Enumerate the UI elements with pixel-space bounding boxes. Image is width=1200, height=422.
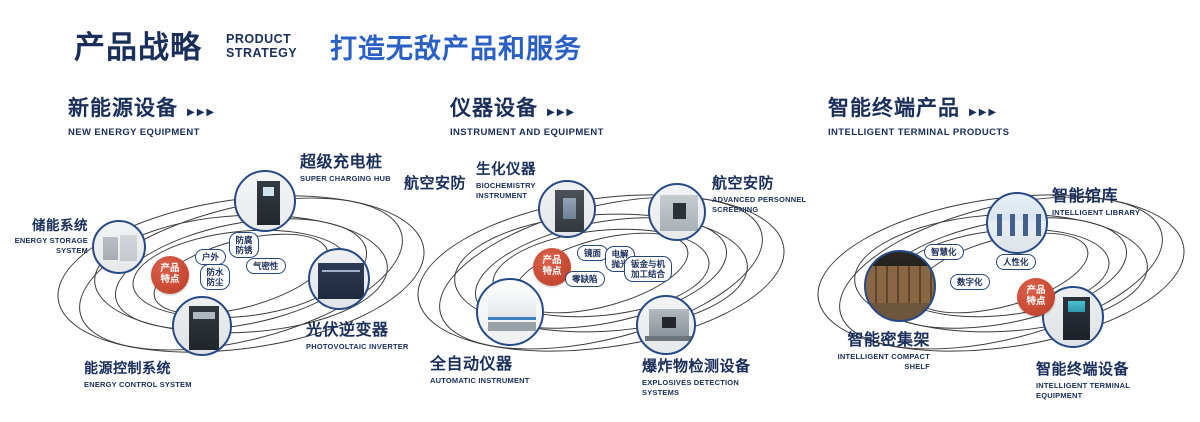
item-label-zh: 航空安防 [712,175,775,192]
item-label-en: SUPER CHARGING HUB [300,174,391,183]
badge-text: 产品特点 [542,255,562,277]
triple-arrow-icon: ▶▶▶ [187,107,217,118]
feature-tag: 数字化 [950,274,990,291]
compact-shelf-image [864,250,936,322]
item-label-zh: 超级充电桩 [300,154,383,171]
explosives-detection-image [636,295,696,355]
item-label-super-charging-hub: 超级充电桩 SUPER CHARGING HUB [300,148,410,184]
feature-tag: 钣金与机加工结合 [624,256,672,283]
item-label-en: PHOTOVOLTAIC INVERTER [306,342,409,351]
product-features-badge: 产品特点 [533,248,571,286]
triple-arrow-icon: ▶▶▶ [969,107,999,118]
super-charging-hub-image [234,170,296,232]
section-title: 仪器设备 [450,97,538,120]
section-title: 智能终端产品 [828,97,960,120]
pv-inverter-image [308,248,370,310]
item-label-en: ADVANCED PERSONNEL SCREENING [712,195,807,214]
feature-tag: 零缺陷 [565,271,605,288]
intelligent-library-image [986,192,1048,254]
feature-tag: 防腐防锈 [229,232,259,259]
item-label-automatic-instrument: 全自动仪器 AUTOMATIC INSTRUMENT [430,350,550,386]
personnel-screening-image [648,183,706,241]
item-label-intelligent-library: 智能馆库 INTELLIGENT LIBRARY [1052,182,1172,218]
item-label-biochemistry: 生化仪器 BIOCHEMISTRY INSTRUMENT [476,158,544,201]
item-label-en: INTELLIGENT LIBRARY [1052,208,1141,217]
subtitle-line-1: PRODUCT [226,32,292,46]
item-label-en: ENERGY CONTROL SYSTEM [84,380,192,389]
item-label-en: INTELLIGENT TERMINAL EQUIPMENT [1036,381,1130,400]
biochemistry-instrument-image [538,180,596,238]
item-label-zh: 全自动仪器 [430,356,513,373]
item-label-energy-storage: 储能系统 ENERGY STORAGE SYSTEM [4,214,88,256]
feature-tag: 防水防尘 [200,264,230,291]
product-features-badge: 产品特点 [1017,278,1055,316]
section-subtitle-en: NEW ENERGY EQUIPMENT [68,127,200,138]
item-label-en: INTELLIGENT COMPACT SHELF [837,352,930,371]
item-label-zh: 能源控制系统 [84,360,171,376]
item-label-pv-inverter: 光伏逆变器 PHOTOVOLTAIC INVERTER [306,316,416,352]
item-label-explosives-detection: 爆炸物检测设备 EXPLOSIVES DETECTION SYSTEMS [642,355,777,398]
badge-text: 产品特点 [1026,285,1046,307]
item-label-energy-control: 能源控制系统 ENERGY CONTROL SYSTEM [84,358,204,390]
item-label-terminal-equipment: 智能终端设备 INTELLIGENT TERMINAL EQUIPMENT [1036,358,1176,401]
section-subtitle-en: INSTRUMENT AND EQUIPMENT [450,127,604,138]
page-title: 产品战略 [74,30,202,65]
triple-arrow-icon: ▶▶▶ [547,107,577,118]
feature-tag: 人性化 [996,254,1036,271]
item-label-en: BIOCHEMISTRY INSTRUMENT [476,181,536,200]
energy-storage-image [92,220,146,274]
subtitle-line-2: STRATEGY [226,45,298,60]
feature-tag: 气密性 [246,258,286,275]
item-label-zh: 智能馆库 [1052,188,1119,205]
item-label-zh: 生化仪器 [476,162,536,178]
section-intelligent-terminal-header: 智能终端产品 ▶▶▶ INTELLIGENT TERMINAL PRODUCTS [828,92,1009,138]
section-title: 新能源设备 [68,97,178,120]
item-label-zh: 储能系统 [32,218,88,233]
automatic-instrument-image [476,278,544,346]
feature-tag: 智慧化 [924,244,964,261]
item-label-zh: 智能终端设备 [1036,361,1130,378]
item-label-en: EXPLOSIVES DETECTION SYSTEMS [642,378,739,397]
item-label-en: AUTOMATIC INSTRUMENT [430,376,530,385]
page-subtitle: PRODUCT STRATEGY [226,32,298,60]
item-label-compact-shelf: 智能密集架 INTELLIGENT COMPACT SHELF [828,326,930,372]
energy-control-image [172,296,232,356]
item-label-zh: 光伏逆变器 [306,322,389,339]
item-label-en: ENERGY STORAGE SYSTEM [14,236,88,255]
product-features-badge: 产品特点 [151,256,189,294]
section-new-energy-header: 新能源设备 ▶▶▶ NEW ENERGY EQUIPMENT [68,92,216,138]
item-label-zh: 爆炸物检测设备 [642,358,751,375]
item-label-personnel-screening: 航空安防 ADVANCED PERSONNEL SCREENING [712,172,807,215]
feature-tag: 镜面 [577,245,609,262]
aviation-security-label: 航空安防 [404,175,467,192]
section-instruments-header: 仪器设备 ▶▶▶ INSTRUMENT AND EQUIPMENT [450,92,604,138]
section-subtitle-en: INTELLIGENT TERMINAL PRODUCTS [828,127,1010,138]
badge-text: 产品特点 [160,263,180,285]
slogan: 打造无敌产品和服务 [330,34,582,64]
feature-tag: 户外 [195,249,227,266]
item-label-zh: 智能密集架 [847,332,930,349]
